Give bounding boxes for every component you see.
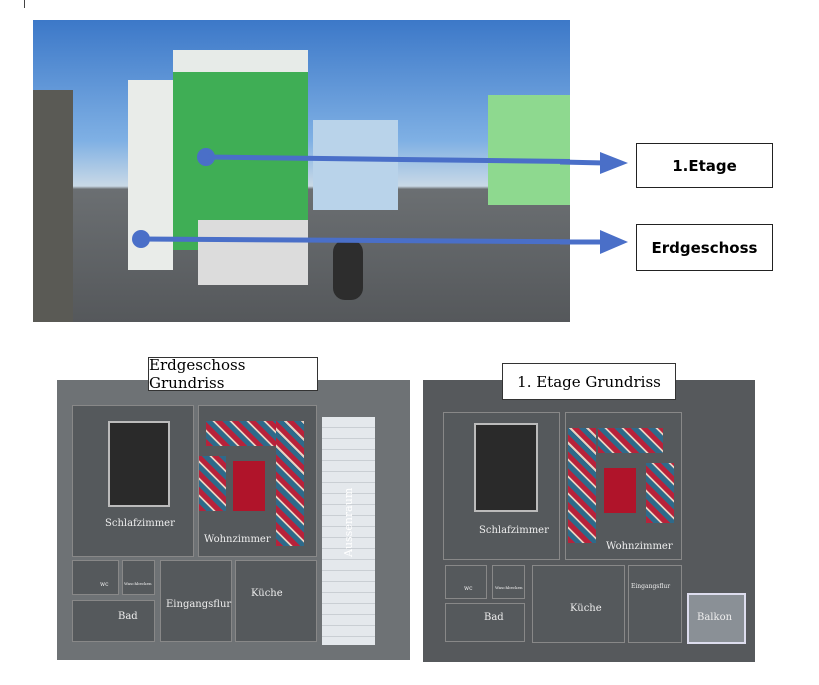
label: wc	[464, 585, 473, 592]
room-living: Wohnzimmer	[565, 412, 682, 560]
arrow-ground-head	[600, 230, 628, 254]
building-rendering	[33, 20, 570, 322]
blue-building	[313, 120, 398, 210]
label: Küche	[570, 603, 602, 614]
rug	[604, 468, 636, 513]
right-building	[488, 95, 570, 205]
cursor-mark	[24, 0, 25, 8]
label: Schlafzimmer	[105, 518, 175, 529]
room-hall: Eingangsflur	[628, 565, 682, 643]
label: Waschbecken	[495, 585, 523, 590]
ground-railing	[198, 220, 308, 285]
ground-plan-title: Erdgeschoss Grundriss	[148, 356, 318, 392]
label: Eingangsflur	[166, 599, 232, 610]
rug	[233, 461, 265, 511]
sofa	[646, 463, 674, 523]
sofa	[276, 421, 304, 546]
sofa	[199, 456, 226, 511]
label: wc	[100, 581, 109, 588]
roof	[173, 50, 308, 72]
room-kitchen: Küche	[532, 565, 625, 643]
label: Waschbecken	[124, 581, 152, 586]
sofa	[598, 428, 663, 453]
label: Aussenraum	[342, 487, 355, 557]
room-wc: wc	[72, 560, 119, 595]
room-balcony: Balkon	[687, 593, 746, 644]
label: Bad	[118, 611, 138, 622]
arrowheads	[560, 152, 628, 254]
room-sink: Waschbecken	[492, 565, 525, 599]
label: Bad	[484, 612, 504, 623]
room-wc: wc	[445, 565, 487, 599]
label: Wohnzimmer	[204, 534, 271, 545]
bed	[108, 421, 170, 507]
room-hall: Eingangsflur	[160, 560, 232, 642]
outdoor-stairs: Aussenraum	[322, 417, 375, 645]
label: Schlafzimmer	[479, 525, 549, 536]
bed	[474, 423, 538, 512]
room-living: Wohnzimmer	[198, 405, 317, 557]
label: Wohnzimmer	[606, 541, 673, 552]
label: Balkon	[697, 612, 733, 623]
cyclist	[333, 240, 363, 300]
label-ground-floor: Erdgeschoss	[636, 224, 773, 271]
room-kitchen: Küche	[235, 560, 317, 642]
label: Eingangsflur	[631, 583, 671, 590]
sofa	[206, 421, 276, 446]
label-upper-floor: 1.Etage	[636, 143, 773, 188]
stone-wall	[33, 90, 73, 322]
label: Küche	[251, 588, 283, 599]
room-bath: Bad	[445, 603, 525, 642]
arrow-upper-head	[600, 152, 628, 174]
room-bath: Bad	[72, 600, 155, 642]
room-sink: Waschbecken	[122, 560, 155, 595]
room-bedroom: Schlafzimmer	[443, 412, 560, 560]
room-bedroom: Schlafzimmer	[72, 405, 194, 557]
sofa	[568, 428, 596, 543]
arrows	[132, 148, 570, 248]
upper-plan-title: 1. Etage Grundriss	[502, 363, 676, 400]
